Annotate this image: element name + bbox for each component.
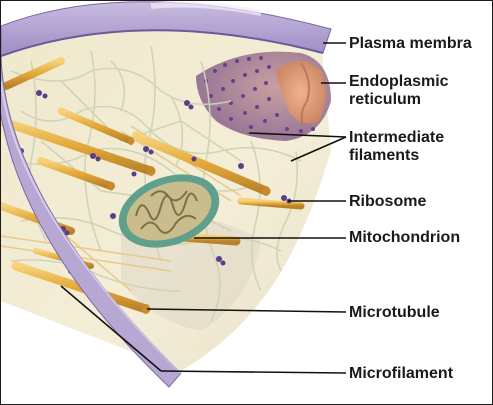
label-er-line2: reticulum <box>349 91 422 108</box>
label-intermediate-filaments: Intermediate filaments <box>349 129 444 165</box>
label-plasma-membrane: Plasma membra <box>349 35 472 52</box>
microtubule-ends <box>107 137 270 314</box>
ribosomes <box>18 90 292 274</box>
plasma-membrane-edge <box>1 54 182 388</box>
leader-lines <box>60 42 347 374</box>
label-if-line2: filaments <box>349 147 420 164</box>
label-microfilament: Microfilament <box>349 365 454 382</box>
label-endoplasmic-reticulum: Endoplasmic reticulum <box>349 73 449 109</box>
label-mitochondrion: Mitochondrion <box>349 229 461 246</box>
endoplasmic-reticulum-icon <box>196 51 331 141</box>
plasma-membrane-inner-edge <box>1 29 324 57</box>
label-ribosome: Ribosome <box>349 193 427 210</box>
label-if-line1: Intermediate <box>349 129 445 146</box>
label-er-line1: Endoplasmic <box>349 73 449 90</box>
plasma-membrane-highlight <box>150 1 262 16</box>
mitochondrion-icon <box>118 174 220 248</box>
label-microtubule: Microtubule <box>349 304 440 321</box>
